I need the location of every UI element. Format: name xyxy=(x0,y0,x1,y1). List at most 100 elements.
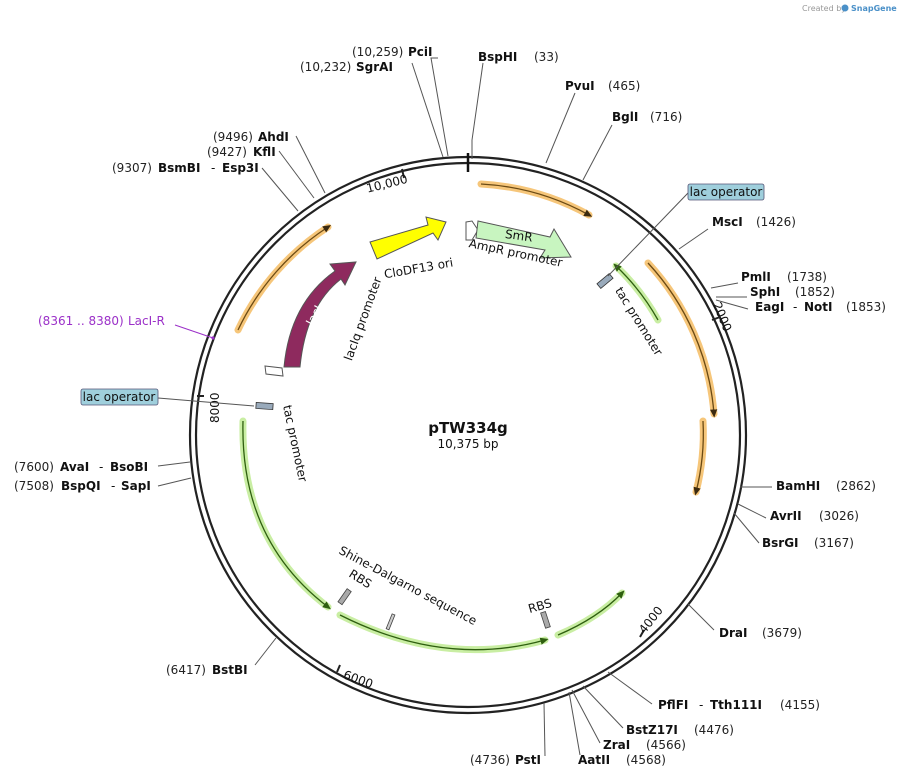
site-bspqi[interactable]: BspQI xyxy=(61,479,101,493)
lac-operator-left-line xyxy=(157,397,255,407)
site-bamhi-pos: (2862) xyxy=(836,479,876,493)
plasmid-size: 10,375 bp xyxy=(437,437,498,451)
site-leader-lines xyxy=(157,57,772,757)
site-bsobi[interactable]: BsoBI xyxy=(110,460,148,474)
site-bsphi-pos: (33) xyxy=(534,50,559,64)
site-pflfi[interactable]: PflFI xyxy=(658,698,688,712)
site-psti-pos: (4736) xyxy=(470,753,510,767)
snapgene-logo-icon xyxy=(841,4,849,12)
primer-name: LacI-R xyxy=(128,314,165,328)
site-bgli[interactable]: BglI xyxy=(612,110,638,124)
site-eagi-pos: (1853) xyxy=(846,300,886,314)
laciq-promoter-label: lacIq promoter xyxy=(341,275,384,362)
site-pvui-pos: (465) xyxy=(608,79,640,93)
green-arrow-bottom-right xyxy=(557,590,625,636)
rbs-right-label: RBS xyxy=(527,596,554,616)
orange-features xyxy=(234,180,718,496)
site-bamhi[interactable]: BamHI xyxy=(776,479,820,493)
lac-operator-left-label: lac operator xyxy=(83,390,156,404)
lac-operator-right-line xyxy=(607,192,689,277)
site-pflfi-pos: (4155) xyxy=(780,698,820,712)
site-noti[interactable]: NotI xyxy=(804,300,833,314)
site-msci-pos: (1426) xyxy=(756,215,796,229)
laci-feature xyxy=(283,261,357,368)
site-kfli-pos: (9427) xyxy=(207,145,247,159)
site-aatii-pos: (4568) xyxy=(626,753,666,767)
site-msci[interactable]: MscI xyxy=(712,215,743,229)
site-avai[interactable]: AvaI xyxy=(60,460,89,474)
site-sphi-pos: (1852) xyxy=(795,285,835,299)
site-bspqi-sep: - xyxy=(111,479,115,493)
site-tth111i[interactable]: Tth111I xyxy=(710,698,762,712)
orange-arrow-lower-right xyxy=(693,420,704,496)
smr-feature xyxy=(475,220,572,259)
site-drai[interactable]: DraI xyxy=(719,626,747,640)
site-pvui[interactable]: PvuI xyxy=(565,79,595,93)
site-avai-pos: (7600) xyxy=(14,460,54,474)
site-zrai-pos: (4566) xyxy=(646,738,686,752)
site-bsrgi-pos: (3167) xyxy=(814,536,854,550)
site-avrii[interactable]: AvrII xyxy=(770,509,802,523)
smr-label: SmR xyxy=(504,227,533,245)
tac-promoter-left-marker xyxy=(255,402,274,411)
lac-operator-right-box xyxy=(687,183,765,201)
site-sgrai-pos: (10,232) xyxy=(300,60,351,74)
site-pmli-pos: (1738) xyxy=(787,270,827,284)
primer-range: (8361 .. 8380) xyxy=(38,314,124,328)
tac-promoter-left-label: tac promoter xyxy=(280,404,310,483)
orange-arrow-right xyxy=(647,262,718,418)
rbs-left-marker xyxy=(337,588,352,606)
site-bsrgi[interactable]: BsrGI xyxy=(762,536,799,550)
site-kfli[interactable]: KflI xyxy=(253,145,276,159)
lac-operator-right-label: lac operator xyxy=(690,185,763,199)
site-zrai[interactable]: ZraI xyxy=(603,738,630,752)
site-pflfi-sep: - xyxy=(699,698,703,712)
plasmid-name: pTW334g xyxy=(428,419,508,437)
green-arrow-tac-right xyxy=(613,263,659,321)
laciq-promoter-feature xyxy=(264,365,284,377)
site-bstbi[interactable]: BstBI xyxy=(212,663,248,677)
green-arrow-left xyxy=(242,420,331,610)
site-esp3i[interactable]: Esp3I xyxy=(222,161,259,175)
site-avrii-pos: (3026) xyxy=(819,509,859,523)
site-psti[interactable]: PstI xyxy=(515,753,541,767)
site-sphi[interactable]: SphI xyxy=(750,285,780,299)
primer-marker xyxy=(211,336,215,340)
site-sapi[interactable]: SapI xyxy=(121,479,151,493)
shine-dalgarno-marker xyxy=(385,613,396,631)
primer-line xyxy=(174,324,214,339)
orange-arrow-left xyxy=(237,225,332,331)
site-aatii[interactable]: AatII xyxy=(578,753,610,767)
site-eagi[interactable]: EagI xyxy=(755,300,784,314)
site-bsmbi[interactable]: BsmBI xyxy=(158,161,200,175)
tick-8000: 8000 xyxy=(208,392,222,423)
site-bstz17i-pos: (4476) xyxy=(694,723,734,737)
lac-operator-left-box xyxy=(80,388,159,406)
site-avai-sep: - xyxy=(99,460,103,474)
site-ahdi[interactable]: AhdI xyxy=(258,130,289,144)
orange-arrow-top xyxy=(480,183,593,217)
clodf13-ori-feature xyxy=(369,216,447,260)
tac-promoter-right-marker xyxy=(596,272,614,290)
credit-prefix: Created by xyxy=(802,4,846,13)
rbs-right-marker xyxy=(540,610,551,629)
tick-4000: 4000 xyxy=(636,604,666,637)
site-bsmbi-pos: (9307) xyxy=(112,161,152,175)
site-bstbi-pos: (6417) xyxy=(166,663,206,677)
site-bspqi-pos: (7508) xyxy=(14,479,54,493)
site-bgli-pos: (716) xyxy=(650,110,682,124)
site-drai-pos: (3679) xyxy=(762,626,802,640)
site-ahdi-pos: (9496) xyxy=(213,130,253,144)
site-eagi-sep: - xyxy=(793,300,797,314)
site-bsphi[interactable]: BspHI xyxy=(478,50,517,64)
site-sgrai[interactable]: SgrAI xyxy=(356,60,393,74)
site-pcii-pos: (10,259) xyxy=(352,45,403,59)
credit-brand: SnapGene xyxy=(851,4,897,13)
site-pmli[interactable]: PmlI xyxy=(741,270,771,284)
green-features xyxy=(239,262,662,654)
site-pcii[interactable]: PciI xyxy=(408,45,433,59)
tick-6000: 6000 xyxy=(341,668,374,692)
site-bstz17i[interactable]: BstZ17I xyxy=(626,723,678,737)
green-arrow-bottom xyxy=(339,614,549,651)
